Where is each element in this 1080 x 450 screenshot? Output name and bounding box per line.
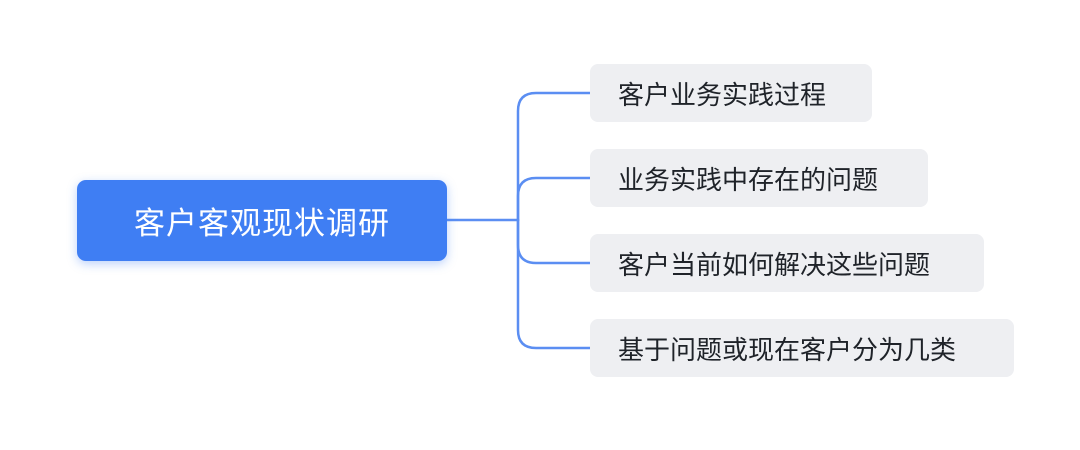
root-topic-node[interactable]: 客户客观现状调研: [77, 180, 447, 261]
subtopic-label-1: 客户业务实践过程: [618, 80, 827, 111]
subtopic-node-1[interactable]: 客户业务实践过程: [590, 64, 872, 122]
subtopic-node-2[interactable]: 业务实践中存在的问题: [590, 149, 928, 207]
connector-branch-1: [516, 91, 592, 222]
connector-branch-3: [516, 218, 592, 265]
root-topic-label: 客户客观现状调研: [134, 206, 390, 242]
connector-branch-4: [516, 218, 592, 350]
subtopic-label-3: 客户当前如何解决这些问题: [618, 250, 931, 281]
connector-branch-2: [516, 176, 592, 222]
subtopic-label-4: 基于问题或现在客户分为几类: [618, 335, 957, 366]
subtopic-node-4[interactable]: 基于问题或现在客户分为几类: [590, 319, 1014, 377]
subtopic-node-3[interactable]: 客户当前如何解决这些问题: [590, 234, 984, 292]
subtopic-label-2: 业务实践中存在的问题: [618, 165, 879, 196]
